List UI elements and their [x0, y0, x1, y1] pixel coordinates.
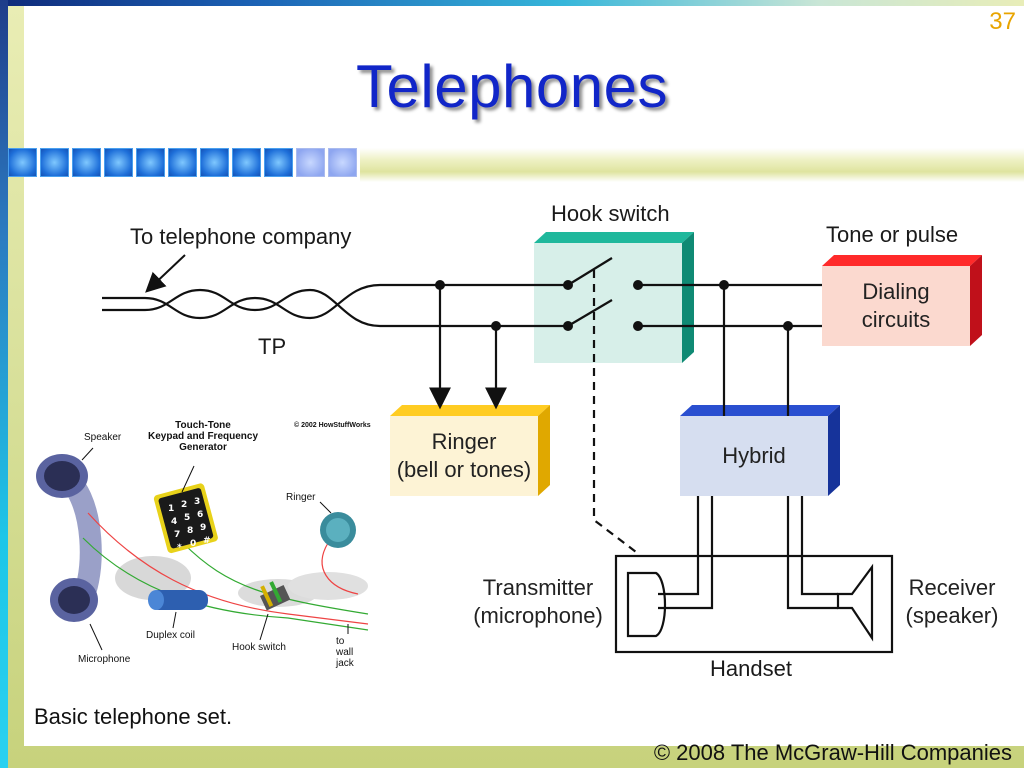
- hook-switch-box: [534, 232, 694, 363]
- keypad-key: 8: [187, 526, 193, 536]
- keypad-key: 5: [184, 513, 190, 523]
- keypad-key: 7: [174, 530, 180, 540]
- left-accent-bar: [0, 0, 8, 768]
- deco-square: [328, 148, 357, 177]
- speaker-label: Speaker: [84, 432, 122, 443]
- slide-number: 37: [989, 8, 1016, 35]
- handset-box: [614, 554, 894, 654]
- dialing-circuits-label: Dialing circuits: [822, 278, 970, 334]
- hybrid-label: Hybrid: [722, 443, 786, 468]
- hook-switch-label: Hook switch: [551, 201, 670, 226]
- wall-jack-line-3: jack: [336, 658, 354, 669]
- dialing-line-2: circuits: [861, 307, 931, 332]
- decorative-band: [360, 148, 1024, 182]
- keypad-key: 2: [181, 500, 187, 510]
- keypad-key: 3: [194, 497, 200, 507]
- keypad-key: *: [177, 543, 182, 553]
- slide-title: Telephones: [356, 53, 668, 120]
- to-wall-jack-label: to wall jack: [336, 636, 354, 669]
- ringer-label: Ringer (bell or tones): [388, 428, 540, 484]
- hook-switch-part-label: Hook switch: [232, 642, 286, 653]
- image-credit: © 2002 HowStuffWorks: [294, 422, 371, 429]
- figure-caption: Basic telephone set.: [34, 704, 233, 729]
- duplex-coil-shape: [148, 590, 208, 610]
- hybrid-to-handset-wires: [658, 496, 838, 610]
- receiver-line-2: (speaker): [905, 603, 999, 628]
- junction-dots: [435, 280, 793, 331]
- deco-square: [232, 148, 261, 177]
- keypad-key: #: [203, 536, 211, 546]
- ringer-line-2: (bell or tones): [396, 457, 532, 482]
- deco-square: [296, 148, 325, 177]
- deco-square: [264, 148, 293, 177]
- to-company-arrow: [145, 254, 186, 293]
- transmitter-label: Transmitter (microphone): [466, 574, 610, 630]
- dialing-line-1: Dialing: [862, 279, 930, 304]
- hook-switch-shape: [260, 581, 291, 611]
- handset-label: Handset: [710, 656, 792, 681]
- copyright-footer: © 2008 The McGraw-Hill Companies: [653, 740, 1012, 765]
- keypad-key: 4: [171, 517, 177, 527]
- deco-square: [200, 148, 229, 177]
- ringer-line-1: Ringer: [431, 429, 497, 454]
- deco-square: [104, 148, 133, 177]
- tp-label: TP: [258, 334, 287, 359]
- deco-square: [136, 148, 165, 177]
- decorative-squares: [8, 148, 360, 182]
- keypad-key: 9: [200, 523, 206, 533]
- touch-tone-label: Touch-Tone Keypad and Frequency Generato…: [144, 420, 262, 453]
- duplex-coil-label: Duplex coil: [146, 630, 195, 641]
- touch-tone-line-1: Touch-Tone: [175, 420, 231, 431]
- deco-square: [168, 148, 197, 177]
- receiver-line-1: Receiver: [908, 575, 996, 600]
- keypad-key: 1: [168, 504, 174, 514]
- deco-square: [72, 148, 101, 177]
- tone-or-pulse-label: Tone or pulse: [826, 222, 959, 247]
- touch-tone-line-3: Generator: [179, 442, 227, 453]
- to-telephone-company-label: To telephone company: [130, 224, 352, 249]
- wall-jack-line-1: to: [336, 636, 345, 647]
- keypad-key: 6: [197, 510, 203, 520]
- microphone-label: Microphone: [78, 654, 131, 665]
- twisted-pair: [102, 283, 381, 328]
- receiver-label: Receiver (speaker): [900, 574, 1004, 630]
- keypad-key: 0: [190, 539, 196, 549]
- transmitter-line-1: Transmitter: [482, 575, 594, 600]
- hybrid-box: [680, 405, 840, 496]
- transmitter-line-2: (microphone): [473, 603, 603, 628]
- deco-square: [8, 148, 37, 177]
- deco-square: [40, 148, 69, 177]
- dialing-circuits-box: [822, 255, 982, 346]
- wall-jack-line-2: wall: [336, 647, 354, 658]
- touch-tone-line-2: Keypad and Frequency: [147, 431, 259, 442]
- ringer-part-label: Ringer: [286, 492, 316, 503]
